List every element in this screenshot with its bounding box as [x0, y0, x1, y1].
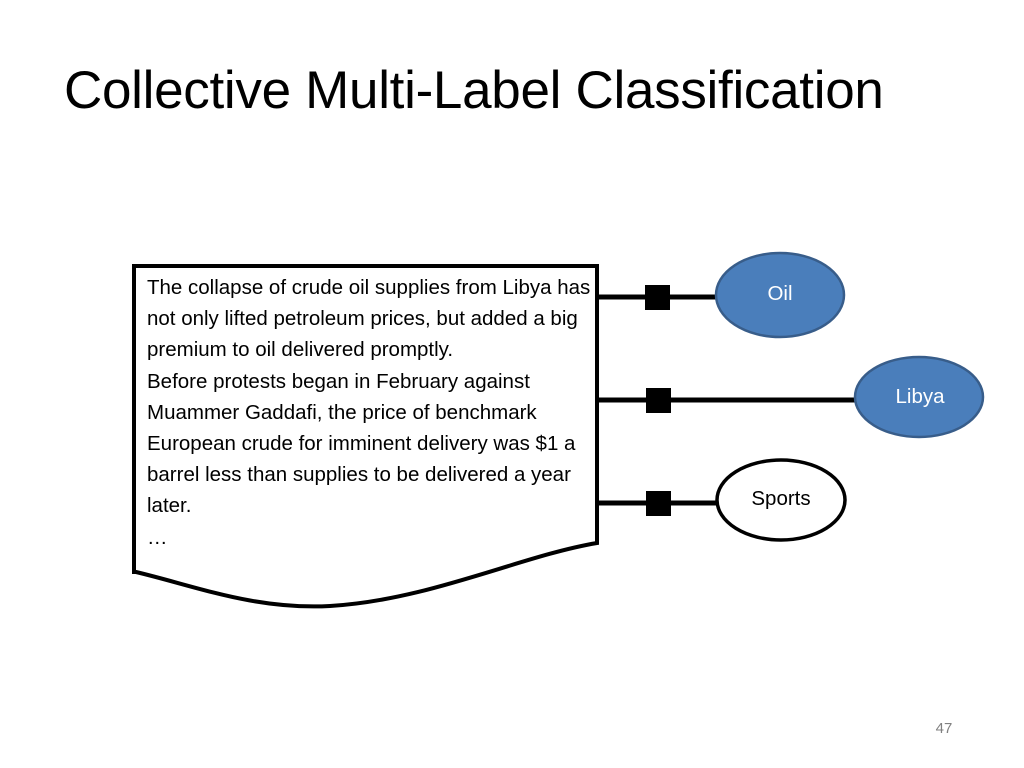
label-node-sports-text: Sports [751, 487, 811, 510]
page-title: Collective Multi-Label Classification [64, 61, 884, 120]
document-paragraph-ellipsis: … [147, 525, 168, 549]
label-node-oil[interactable] [714, 251, 846, 339]
edge-marker-oil [645, 285, 670, 310]
edge-marker-sports [646, 491, 671, 516]
document-paragraph-2: Before protests began in February agains… [147, 369, 576, 518]
label-node-oil-text: Oil [767, 282, 793, 305]
label-node-libya-text: Libya [895, 385, 945, 408]
label-node-sports[interactable] [715, 458, 847, 542]
document-shape [132, 264, 599, 609]
document-paragraph-1: The collapse of crude oil supplies from … [147, 276, 591, 362]
label-node-libya[interactable] [853, 355, 985, 439]
page-number: 47 [935, 720, 953, 737]
document-text-body: The collapse of crude oil supplies from … [147, 272, 591, 553]
edge-marker-libya [646, 388, 671, 413]
